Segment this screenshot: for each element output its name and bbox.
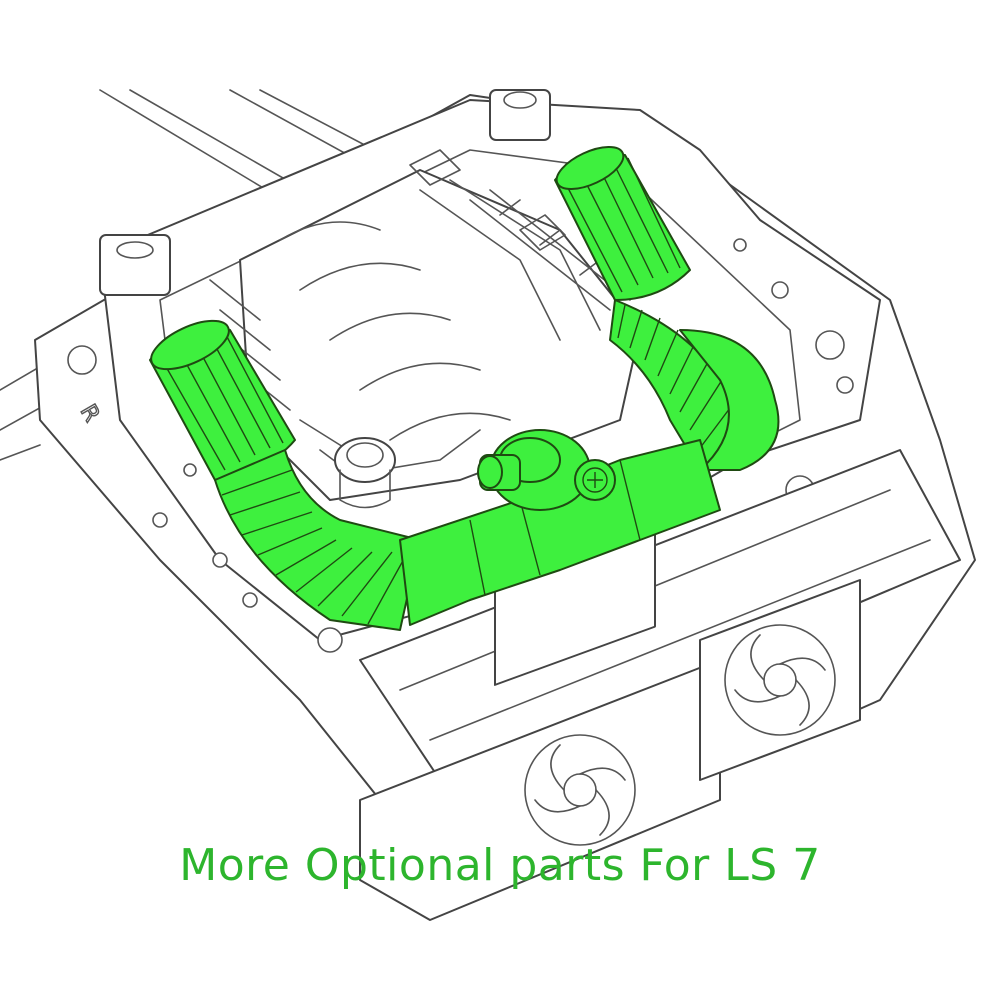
frame-mount-hole xyxy=(67,345,97,375)
frame-mount-hole xyxy=(815,330,845,360)
cooling-fan-right xyxy=(724,624,836,736)
intake-hose-right xyxy=(609,299,780,471)
caption-optional-parts: More Optional parts For LS 7 xyxy=(179,840,821,891)
air-filter-left xyxy=(149,319,296,481)
frame-mount-hole xyxy=(733,238,747,252)
frame-mount-hole xyxy=(771,281,789,299)
radiator-caps xyxy=(99,89,551,296)
frame-mount-hole xyxy=(317,627,343,653)
frame-mount-hole xyxy=(212,552,228,568)
optional-parts-highlight xyxy=(149,145,780,631)
frame-mount-hole xyxy=(836,376,854,394)
intake-hose-left xyxy=(214,449,421,631)
frame-mount-hole xyxy=(242,592,258,608)
frame-mount-hole xyxy=(152,512,168,528)
engine-block xyxy=(209,149,641,501)
frame-mount-hole xyxy=(183,463,197,477)
throttle-body-pipe xyxy=(399,429,721,626)
oil-filler-cap xyxy=(334,437,396,509)
air-filter-right xyxy=(554,145,691,301)
